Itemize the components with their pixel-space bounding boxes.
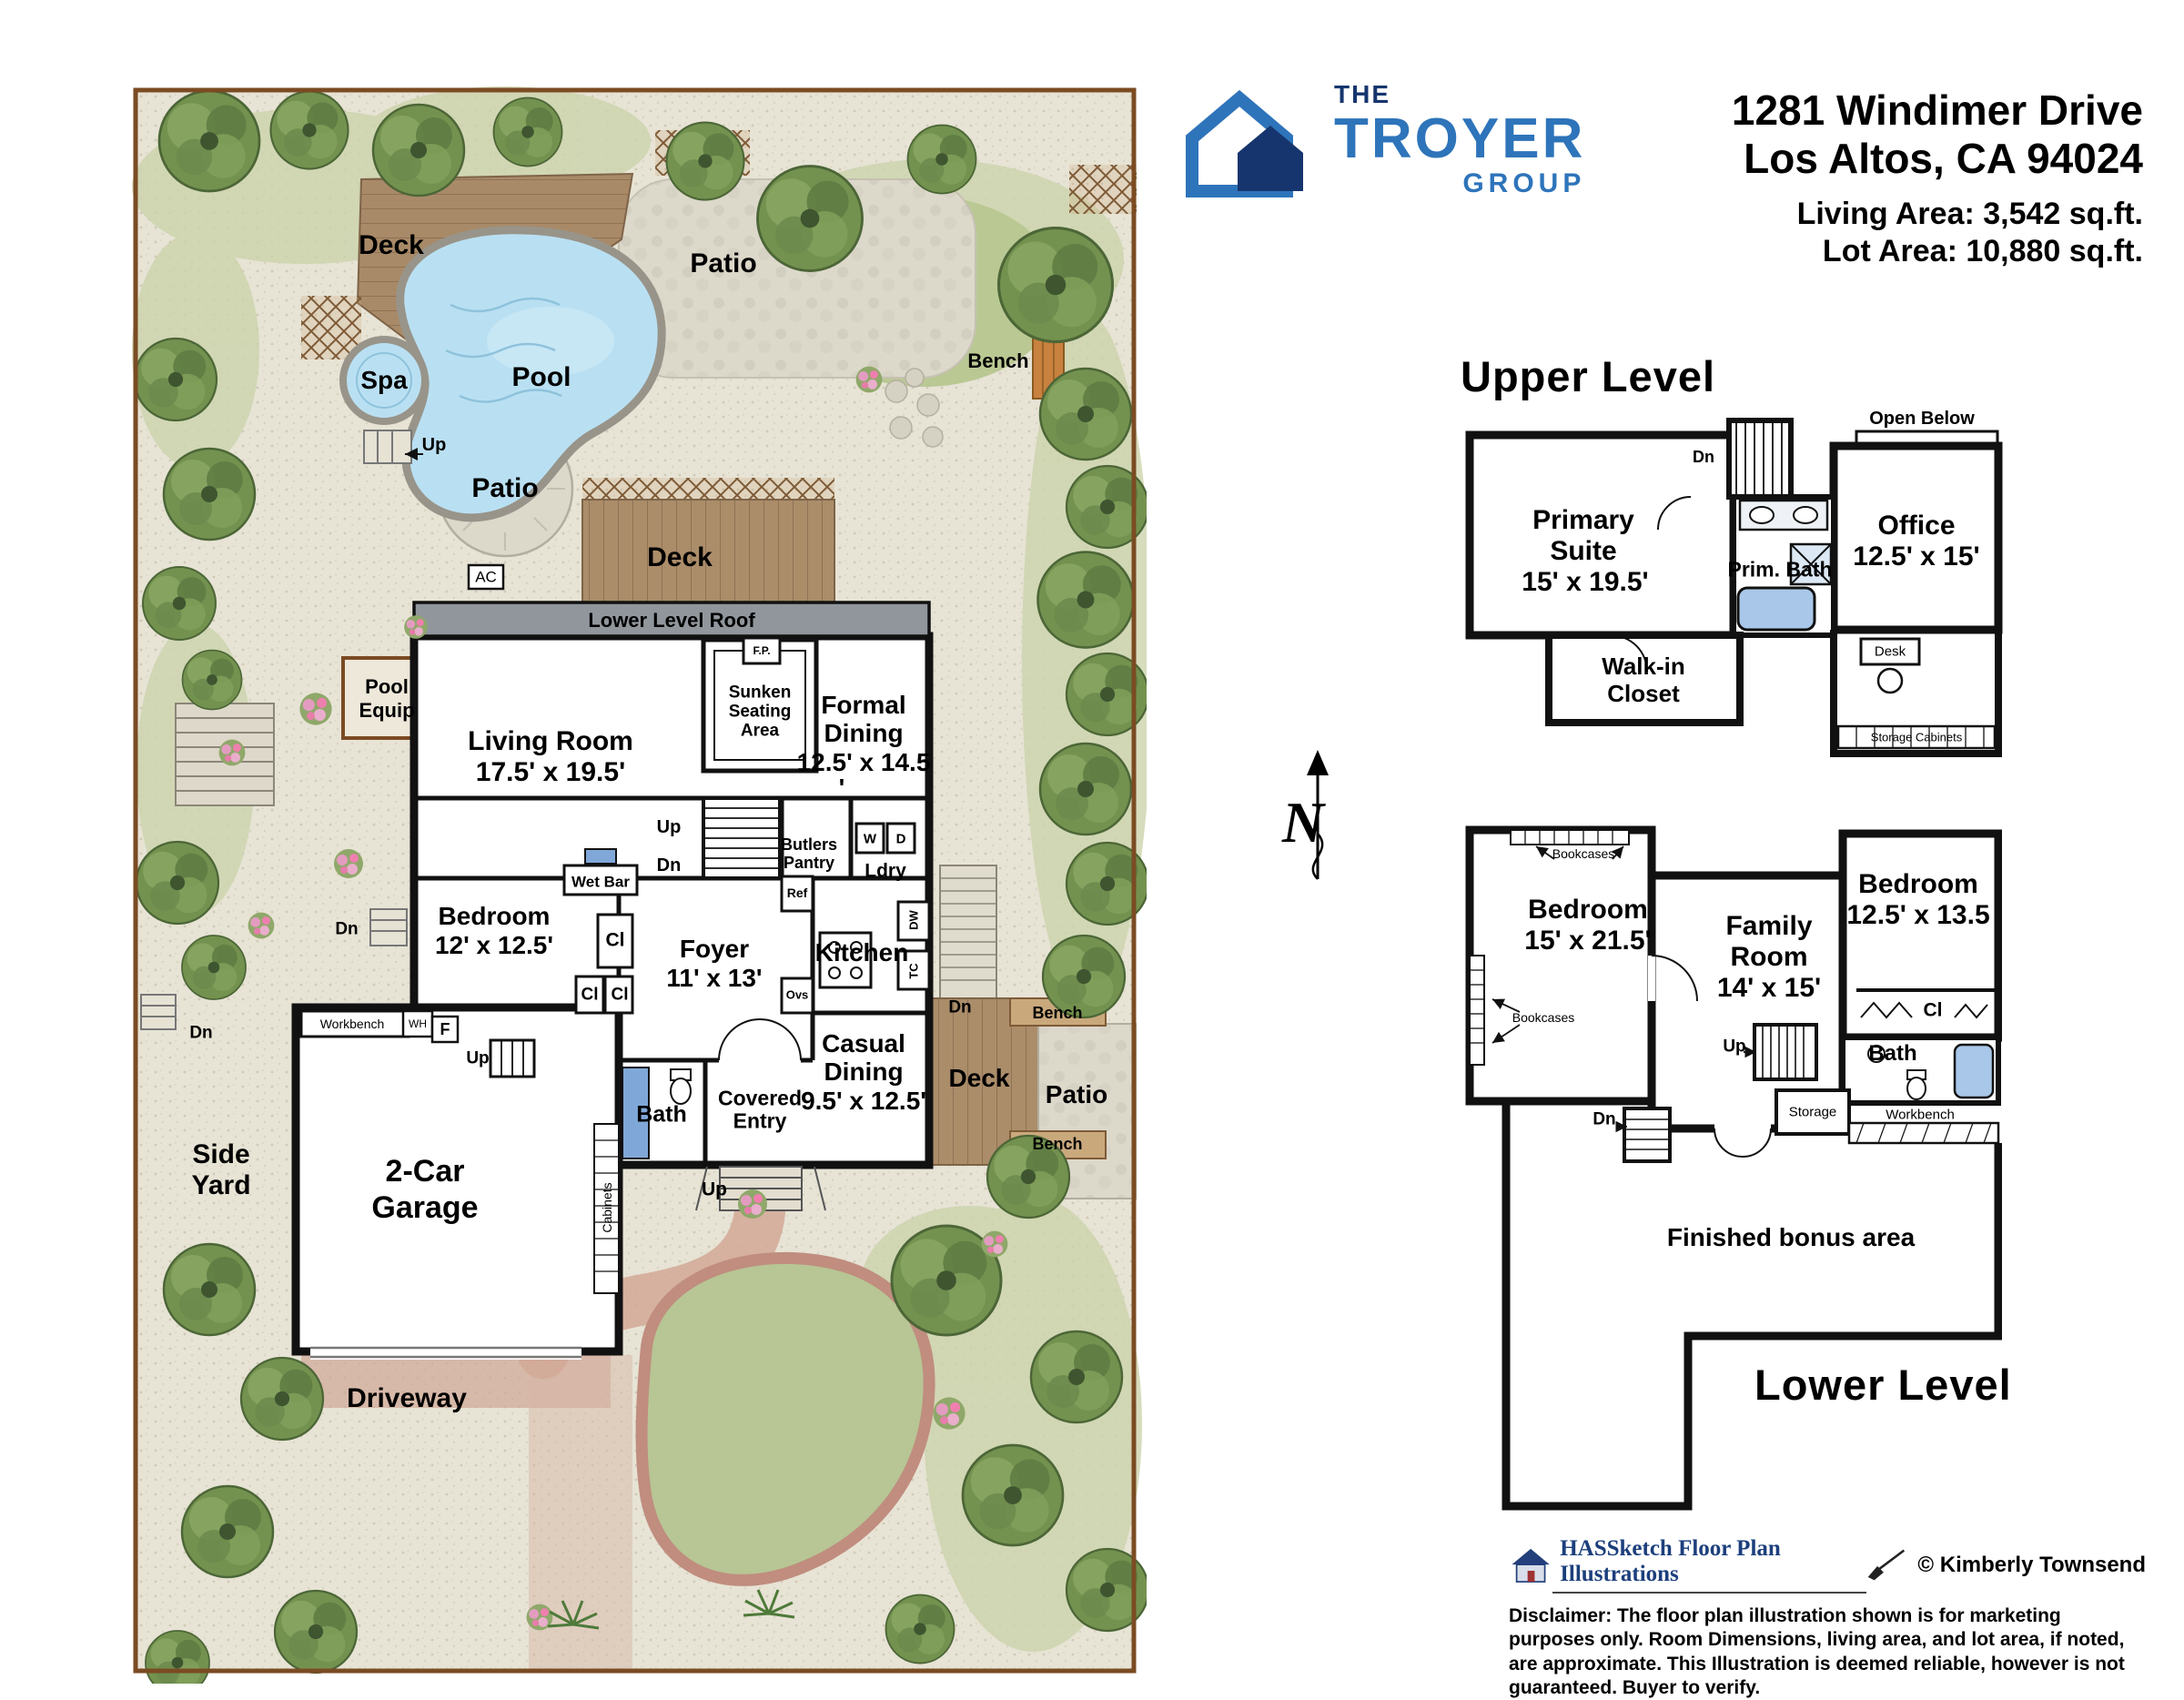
side-yard (141, 1040, 294, 1673)
garage-internals (299, 1009, 620, 1360)
tub (1736, 586, 1816, 632)
island (818, 931, 873, 989)
desk (1859, 637, 1921, 666)
water-heater (401, 1009, 434, 1038)
garage-cabinets (593, 1123, 620, 1294)
lower-workbench (1847, 1121, 2000, 1145)
lot-area: Lot Area: 10,880 sq.ft. (1822, 233, 2143, 268)
bedroom-closet (596, 913, 634, 969)
property-info: 1281 Windimer Drive Los Altos, CA 94024 … (1629, 86, 2143, 269)
property-boundary (133, 87, 1137, 1674)
brand-group: GROUP (1462, 168, 1586, 199)
entry-doors (718, 1018, 802, 1061)
site-plan-graphic (132, 86, 1153, 1695)
upper-level-title: Upper Level (1461, 352, 1716, 400)
wet-bar (562, 848, 639, 896)
foyer-closet-2 (603, 975, 634, 1015)
center-stairs (702, 796, 782, 880)
sink-2 (1793, 506, 1818, 524)
spa-steps (363, 430, 423, 464)
troyer-house-icon (1186, 89, 1303, 197)
brand-the: THE (1334, 80, 1390, 108)
ovens (780, 976, 814, 1015)
lower-level-roof (412, 601, 931, 638)
deck-mid (581, 499, 835, 604)
trash-compactor (896, 949, 931, 991)
shower (622, 1067, 650, 1159)
left-small-steps-1 (369, 908, 408, 946)
furnace (430, 1015, 460, 1044)
fireplace (742, 636, 782, 665)
lower-storage (1774, 1088, 1851, 1136)
palms (547, 1589, 795, 1630)
garage-outline (291, 1003, 623, 1356)
lattice-spa (301, 296, 361, 359)
spa (339, 336, 429, 425)
bookcase-arrows (1491, 845, 1756, 1133)
kitchen-appliances (780, 875, 931, 1015)
workbench (299, 1009, 410, 1038)
bonus-area-outline (1470, 1097, 2003, 1511)
left-small-steps-2 (140, 994, 177, 1030)
fridge (780, 875, 814, 913)
compass: N (1265, 744, 1365, 890)
storage-cabinets (1836, 724, 1997, 750)
troyer-logo: THE TROYER GROUP (1183, 80, 1585, 203)
pool-group (339, 226, 666, 522)
lower-sink (1867, 1045, 1886, 1063)
ac-unit (467, 563, 505, 591)
bookcase-top (1510, 829, 1630, 845)
toilet (670, 1078, 692, 1105)
copyright: © Kimberly Townsend (1917, 1552, 2146, 1577)
sink-1 (1749, 506, 1774, 524)
door-arc-suite (1657, 496, 1692, 531)
door-arc-closet (1610, 634, 1648, 673)
address-line-2: Los Altos, CA 94024 (1744, 134, 2143, 182)
bookcase-left (1469, 955, 1485, 1066)
lower-tub (1953, 1043, 1995, 1099)
living-area: Living Area: 3,542 sq.ft. (1796, 196, 2143, 231)
hassketch-logo-icon (1512, 1548, 1550, 1583)
address-line-1: 1281 Windimer Drive (1731, 86, 2143, 134)
trellis-top-right (1069, 165, 1137, 214)
cooktop (828, 941, 863, 979)
desk-chair (1876, 667, 1904, 694)
lower-dn-stairs (1623, 1107, 1672, 1163)
footer: HASSketch Floor Plan Illustrations © Kim… (1509, 1536, 2146, 1700)
sunken-seating (701, 636, 819, 774)
dishwasher (896, 900, 931, 942)
pen-icon (1867, 1549, 1905, 1580)
foyer-closet-1 (574, 975, 605, 1015)
stepping-stones (885, 368, 944, 448)
brand-troyer: TROYER (1334, 107, 1586, 170)
dryer (885, 822, 916, 855)
disclaimer: Disclaimer: The floor plan illustration … (1509, 1605, 2125, 1698)
lattice-deck-rail (582, 478, 834, 500)
bath-fixtures (622, 1067, 692, 1159)
lower-level-graphic (1465, 825, 2003, 1511)
north-arrow-icon (1307, 750, 1329, 880)
upper-level-graphic (1465, 418, 2003, 757)
main-lawn (635, 1251, 935, 1586)
lower-level-title: Lower Level (1754, 1361, 2012, 1409)
washer (854, 822, 885, 855)
lower-up-stairs (1753, 1023, 1818, 1081)
lower-toilet (1906, 1077, 1926, 1100)
hassketch-title: HASSketch Floor Plan Illustrations (1552, 1536, 1866, 1594)
house-group (291, 601, 934, 1360)
